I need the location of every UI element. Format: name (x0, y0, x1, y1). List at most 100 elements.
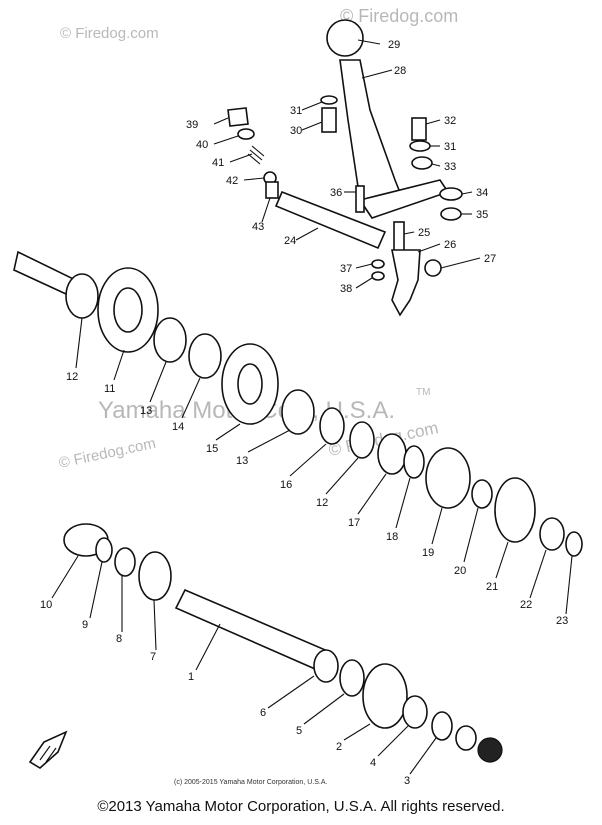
knob-29 (326, 19, 364, 57)
watermark-top-center: © Firedog.com (340, 6, 458, 26)
washer-6 (313, 649, 339, 683)
bearing-22 (539, 517, 565, 551)
callout-17: 17 (348, 517, 360, 529)
callout-13b: 13 (236, 455, 248, 467)
callout-37: 37 (340, 263, 352, 275)
callout-19: 19 (422, 547, 434, 559)
watermark-left-mid: © Firedog.com (57, 435, 157, 472)
callout-38: 38 (340, 283, 352, 295)
callout-14: 14 (172, 421, 184, 433)
callout-1: 1 (188, 671, 194, 683)
axle-1 (174, 588, 332, 674)
callout-12b: 12 (316, 497, 328, 509)
shift-shaft-assembly (227, 107, 442, 317)
callout-34: 34 (476, 187, 488, 199)
fork-26 (391, 249, 421, 317)
callout-4: 4 (370, 757, 376, 769)
callout-40: 40 (196, 139, 208, 151)
washer-31 (320, 95, 338, 105)
gear-7 (138, 551, 172, 601)
callout-7: 7 (150, 651, 156, 663)
callout-30: 30 (290, 125, 302, 137)
washer-4 (402, 695, 428, 729)
washer-16 (319, 407, 345, 445)
washer-31b (409, 140, 431, 152)
callout-41: 41 (212, 157, 224, 169)
leader-lines (51, 39, 573, 775)
callout-26: 26 (444, 239, 456, 251)
watermark-tm: TM (416, 387, 430, 398)
gear-21 (494, 477, 536, 543)
callout-20: 20 (454, 565, 466, 577)
callout-31b: 31 (444, 141, 456, 153)
ring-27 (424, 259, 442, 277)
shaft-24 (274, 190, 387, 250)
callout-13: 13 (140, 405, 152, 417)
clip-18 (403, 445, 425, 479)
callout-23: 23 (556, 615, 568, 627)
callout-18: 18 (386, 531, 398, 543)
callout-11: 11 (104, 383, 115, 395)
spring-41 (247, 145, 265, 165)
washer-35 (440, 207, 462, 221)
callout-27: 27 (484, 253, 496, 265)
clip-9 (95, 537, 113, 563)
callout-42: 42 (226, 175, 238, 187)
footer-copyright: ©2013 Yamaha Motor Corporation, U.S.A. A… (97, 798, 505, 815)
pin-25 (393, 221, 405, 253)
washer-40 (237, 128, 255, 140)
bearing-13b (281, 389, 315, 435)
washer-23 (565, 531, 583, 557)
shift-arm-assembly (320, 19, 463, 221)
bushing-14 (188, 333, 222, 379)
callout-22: 22 (520, 599, 532, 611)
callout-28: 28 (394, 65, 406, 77)
ring-17 (377, 433, 407, 475)
callout-2: 2 (336, 741, 342, 753)
main-shaft-assembly (13, 250, 583, 557)
callout-33: 33 (444, 161, 456, 173)
pin-36 (355, 185, 365, 213)
callout-3: 3 (404, 775, 410, 787)
callout-15: 15 (206, 443, 218, 455)
callout-9: 9 (82, 619, 88, 631)
washer-12b (349, 421, 375, 459)
callout-36: 36 (330, 187, 342, 199)
diagram-copyright: (c) 2005-2015 Yamaha Motor Corporation, … (174, 779, 327, 786)
gear-11-hub (113, 287, 143, 333)
washer-33 (411, 156, 433, 170)
callout-32: 32 (444, 115, 456, 127)
callout-5: 5 (296, 725, 302, 737)
callout-31: 31 (290, 105, 302, 117)
callout-6: 6 (260, 707, 266, 719)
callout-35: 35 (476, 209, 488, 221)
plug-39 (227, 107, 249, 127)
bearing-13 (153, 317, 187, 363)
bolt-30 (321, 107, 337, 133)
gear-15-hub (237, 363, 263, 405)
callout-21: 21 (486, 581, 498, 593)
gear-19 (425, 447, 471, 509)
front-arrow-icon (28, 730, 68, 769)
washer-38 (371, 271, 385, 281)
callout-29: 29 (388, 39, 400, 51)
callout-numbers: 29 28 31 30 39 40 41 42 43 24 36 32 31 3… (40, 39, 568, 787)
callout-10: 10 (40, 599, 52, 611)
washer-34 (439, 187, 463, 201)
callout-39: 39 (186, 119, 198, 131)
washer-8 (114, 547, 136, 577)
watermark-top-left: © Firedog.com (60, 25, 159, 42)
washer-3 (431, 711, 453, 741)
callout-16: 16 (280, 479, 292, 491)
washer-20 (471, 479, 493, 509)
callout-43: 43 (252, 221, 264, 233)
bolt-32 (411, 117, 427, 141)
washer-12 (65, 273, 99, 319)
callout-8: 8 (116, 633, 122, 645)
clip-5 (339, 659, 365, 697)
gear-2 (362, 663, 408, 729)
drive-axle-assembly (63, 523, 503, 763)
callout-24: 24 (284, 235, 296, 247)
nut (477, 737, 503, 763)
